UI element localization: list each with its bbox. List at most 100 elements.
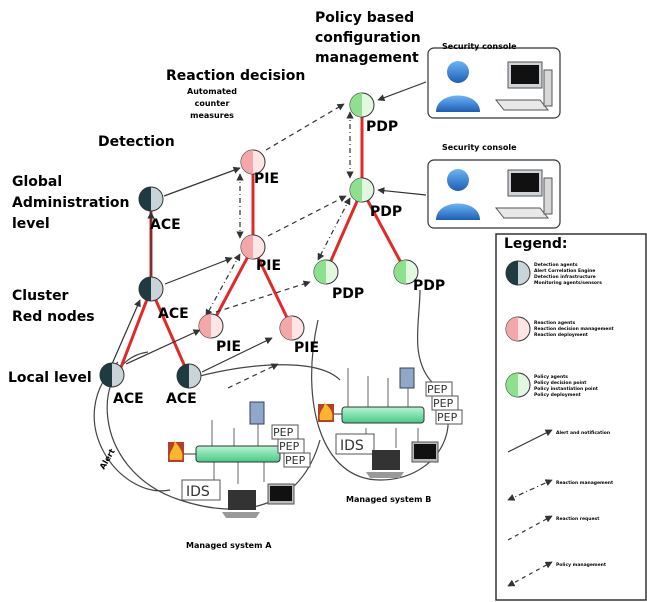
workstation-icon: [494, 61, 553, 111]
reaction-management-arrows: [205, 111, 354, 317]
heading-detection: Detection: [98, 134, 175, 150]
node-pie-mid-label: PIE: [256, 258, 281, 274]
node-ace-local-2-label: ACE: [166, 391, 197, 407]
hierarchy-links: [116, 105, 408, 377]
legend-pie: Reaction agents Reaction decision manage…: [505, 316, 615, 342]
legend-pdp-line: Policy agents: [534, 374, 568, 380]
server-icon: [249, 401, 265, 425]
system-b-boundary: [311, 289, 449, 481]
console-arrows: [377, 81, 427, 196]
alert-arrows: [111, 166, 273, 373]
server-icon: [399, 367, 415, 389]
legend-ace-line: Monitoring agents/sensors: [534, 280, 602, 286]
legend-ace-line: Detection agents: [534, 262, 578, 268]
heading-policy-line3: management: [315, 50, 419, 66]
node-pdp-low-1[interactable]: PDP: [313, 259, 364, 302]
node-ace-cluster[interactable]: ACE: [138, 276, 189, 322]
legend-pie-line: Reaction decision management: [534, 326, 615, 332]
heading-policy-line2: configuration: [315, 30, 421, 46]
legend-pdp-line: Policy deployment: [534, 392, 582, 398]
security-console-2-label: Security console: [442, 143, 517, 152]
node-pdp-top[interactable]: PDP: [349, 92, 398, 135]
node-pdp-low-1-label: PDP: [332, 286, 364, 302]
level-cluster-line2: Red nodes: [12, 309, 95, 325]
node-pie-low-2-label: PIE: [294, 340, 319, 356]
user-icon: [436, 61, 480, 112]
heading-reaction: Reaction decision: [166, 68, 305, 84]
pep-label: PEP: [273, 426, 294, 439]
legend-arrow-label: Reaction request: [556, 516, 600, 522]
ids-label: IDS: [186, 484, 210, 500]
node-pdp-mid-label: PDP: [370, 204, 402, 220]
level-global-line1: Global: [12, 174, 62, 190]
system-a-boundary-2: [93, 361, 171, 492]
node-pie-top-label: PIE: [254, 171, 279, 187]
node-pdp-mid[interactable]: PDP: [349, 177, 402, 220]
system-b-arc-to-ace: [191, 364, 341, 381]
desktop-icon: [411, 441, 439, 463]
node-pie-low-1-label: PIE: [216, 339, 241, 355]
legend-reaction-management-arrow: Reaction management: [507, 479, 614, 501]
legend-pdp: Policy agents Policy decision point Poli…: [505, 372, 599, 398]
managed-system-a: PEP PEP PEP IDS Managed system A Alert: [98, 401, 311, 550]
desktop-icon: [267, 483, 295, 505]
legend-pdp-line: Policy decision point: [534, 380, 587, 386]
legend-policy-management-arrow: Policy management: [507, 561, 607, 587]
legend-pie-line: Reaction agents: [534, 320, 575, 326]
managed-system-a-label: Managed system A: [186, 541, 272, 550]
pep-label: PEP: [279, 440, 300, 453]
node-pie-mid[interactable]: PIE: [240, 234, 281, 274]
network-bus-b: [341, 406, 425, 424]
node-pie-low-2[interactable]: PIE: [279, 315, 319, 356]
level-local: Local level: [8, 370, 92, 386]
node-pie-top[interactable]: PIE: [240, 149, 279, 187]
legend-pdp-line: Policy instantiation point: [534, 386, 599, 392]
node-ace-local-2[interactable]: ACE: [166, 363, 202, 407]
node-pdp-top-label: PDP: [366, 119, 398, 135]
level-cluster-line1: Cluster: [12, 288, 69, 304]
node-pdp-low-2-label: PDP: [413, 278, 445, 294]
node-ace-local-1[interactable]: ACE: [99, 362, 144, 407]
pep-label: PEP: [285, 454, 306, 467]
ids-box-b: IDS: [335, 433, 375, 455]
security-console-2[interactable]: Security console: [427, 143, 561, 229]
level-global-line3: level: [12, 216, 50, 232]
heading-policy-line1: Policy based: [315, 10, 414, 26]
ids-label: IDS: [340, 438, 364, 454]
managed-system-b: PEP PEP PEP IDS Managed system B: [318, 367, 463, 504]
security-console-1-label: Security console: [442, 42, 517, 51]
laptop-icon: [222, 490, 260, 518]
heading-automated-line2: counter: [195, 99, 230, 108]
workstation-icon: [494, 169, 553, 219]
managed-system-b-label: Managed system B: [346, 495, 431, 504]
pep-label: PEP: [437, 411, 458, 424]
level-global-line2: Administration: [12, 195, 129, 211]
node-pie-low-1[interactable]: PIE: [198, 313, 241, 355]
user-icon: [436, 169, 480, 220]
legend-ace-line: Alert Correlation Engine: [534, 268, 595, 274]
legend-ace-line: Detection infrastructure: [534, 274, 596, 280]
firewall-icon: [318, 402, 334, 422]
node-ace-global[interactable]: ACE: [138, 186, 181, 233]
node-pdp-low-2[interactable]: PDP: [393, 259, 445, 294]
node-ace-cluster-label: ACE: [158, 306, 189, 322]
legend-ace: Detection agents Alert Correlation Engin…: [505, 260, 602, 286]
legend-reaction-request-arrow: Reaction request: [507, 515, 600, 541]
node-ace-global-label: ACE: [150, 217, 181, 233]
security-console-1[interactable]: Security console: [427, 42, 561, 119]
firewall-icon: [168, 440, 184, 462]
heading-automated-line1: Automated: [187, 87, 237, 96]
legend-title: Legend:: [504, 236, 568, 252]
heading-automated-line3: measures: [190, 111, 234, 120]
pep-label: PEP: [427, 383, 448, 396]
legend-arrow-label: Alert and notification: [556, 430, 610, 436]
pep-label: PEP: [433, 397, 454, 410]
pep-stack-a: PEP PEP PEP: [271, 424, 311, 468]
legend-arrow-label: Reaction management: [556, 480, 614, 486]
pep-stack-b: PEP PEP PEP: [425, 381, 463, 425]
ids-box-a: IDS: [181, 479, 221, 501]
network-bus-a: [195, 445, 281, 463]
legend: Legend: Detection agents Alert Correlati…: [495, 233, 647, 601]
legend-arrow-label: Policy management: [556, 562, 607, 568]
